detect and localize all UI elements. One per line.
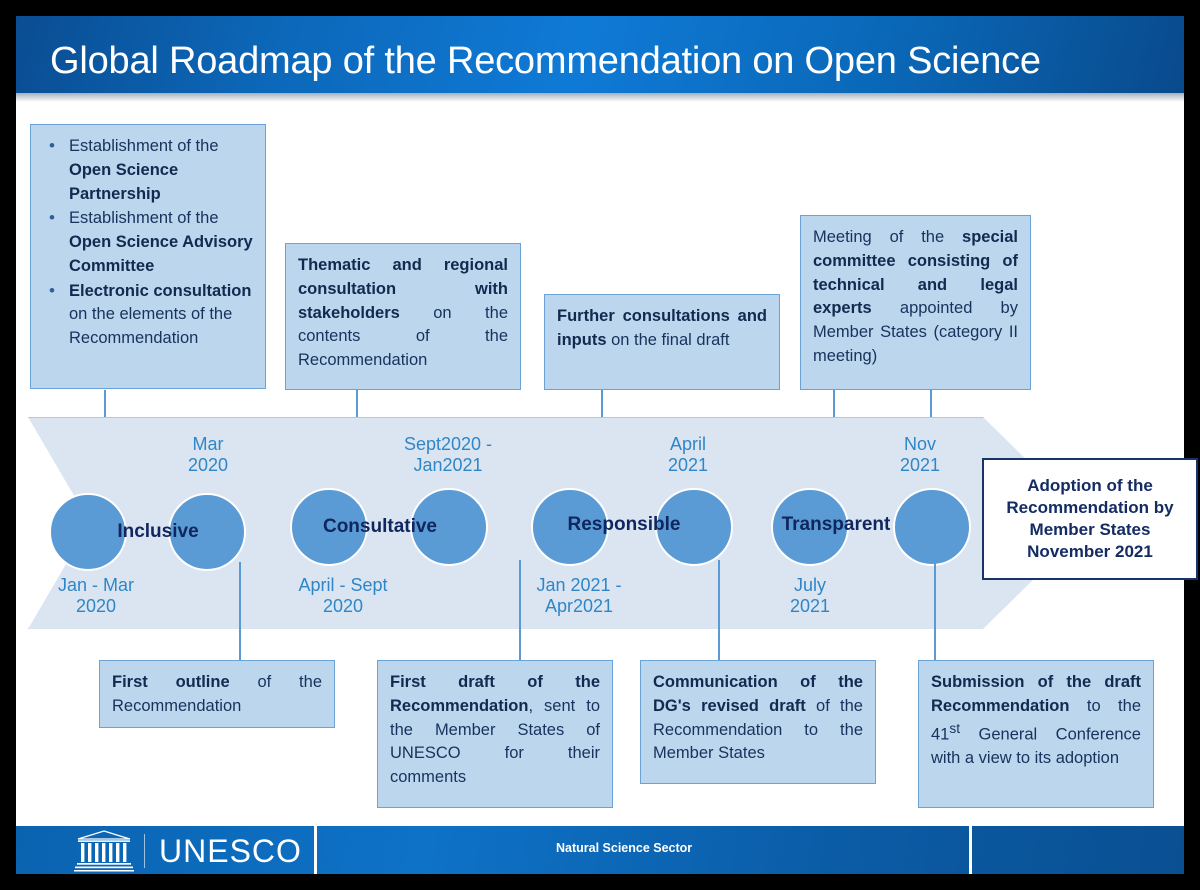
list-item: Establishment of the Open Science Partne… [43,134,253,206]
list-item: Establishment of the Open Science Adviso… [43,206,253,278]
info-box-further-consultations: Further consultations and inputs on the … [544,294,780,390]
adoption-text: Adoption of the Recommendation by Member… [1006,475,1174,562]
phase-circle-inclusive-left [49,493,127,571]
info-box-first-draft: First draft of the Recommendation, sent … [377,660,613,808]
slide-footer: UNESCO Natural Science Sector [16,826,1184,874]
list-item: Electronic consultation on the elements … [43,278,253,351]
info-box-dg-revised-draft: Communication of the DG's revised draft … [640,660,876,784]
adoption-callout-box: Adoption of the Recommendation by Member… [982,458,1198,580]
connector-line-bottom-3 [718,560,720,660]
unesco-logo: UNESCO [74,830,302,872]
info-box-open-science-partnership: Establishment of the Open Science Partne… [30,124,266,389]
phase-label-transparent: Transparent [781,514,891,535]
info-box-thematic-regional-consultation: Thematic and regional consultation with … [285,243,521,390]
date-above-responsible: April 2021 [667,434,709,475]
connector-line-bottom-1 [239,562,241,660]
phase-circle-inclusive-right [168,493,246,571]
footer-divider-1 [314,826,317,874]
connector-line-top-1 [104,390,106,426]
date-below-responsible: Jan 2021 - Apr2021 [536,575,622,616]
phase-circle-consultative-right [410,488,488,566]
info-box-first-outline: First outline of the Recommendation [99,660,335,728]
date-above-inclusive: Mar 2020 [187,434,229,475]
footer-sector-label: Natural Science Sector [556,841,693,855]
page-title: Global Roadmap of the Recommendation on … [50,40,1041,82]
phase-circle-responsible-right [655,488,733,566]
phase-circle-responsible-left [531,488,609,566]
connector-line-bottom-2 [519,560,521,660]
info-box-submission-draft: Submission of the draft Recommendation t… [918,660,1154,808]
unesco-temple-icon [74,830,134,872]
date-below-inclusive: Jan - Mar 2020 [57,575,135,616]
date-below-consultative: April - Sept 2020 [298,575,388,616]
date-below-transparent: July 2021 [789,575,831,616]
phase-label-responsible: Responsible [567,514,681,535]
phase-label-inclusive: Inclusive [117,521,199,542]
connector-line-bottom-4 [934,560,936,660]
logo-separator [144,834,145,868]
unesco-wordmark: UNESCO [159,832,302,869]
phase-label-consultative: Consultative [322,516,438,537]
date-above-consultative: Sept2020 - Jan2021 [403,434,493,475]
slide-header: Global Roadmap of the Recommendation on … [16,16,1184,93]
date-above-transparent: Nov 2021 [899,434,941,475]
footer-divider-2 [969,826,972,874]
phase-circle-consultative-left [290,488,368,566]
phase-circle-transparent-right [893,488,971,566]
phase-circle-transparent-left [771,488,849,566]
info-box-special-committee-meeting: Meeting of the special committee consist… [800,215,1031,390]
header-shadow [16,93,1184,102]
